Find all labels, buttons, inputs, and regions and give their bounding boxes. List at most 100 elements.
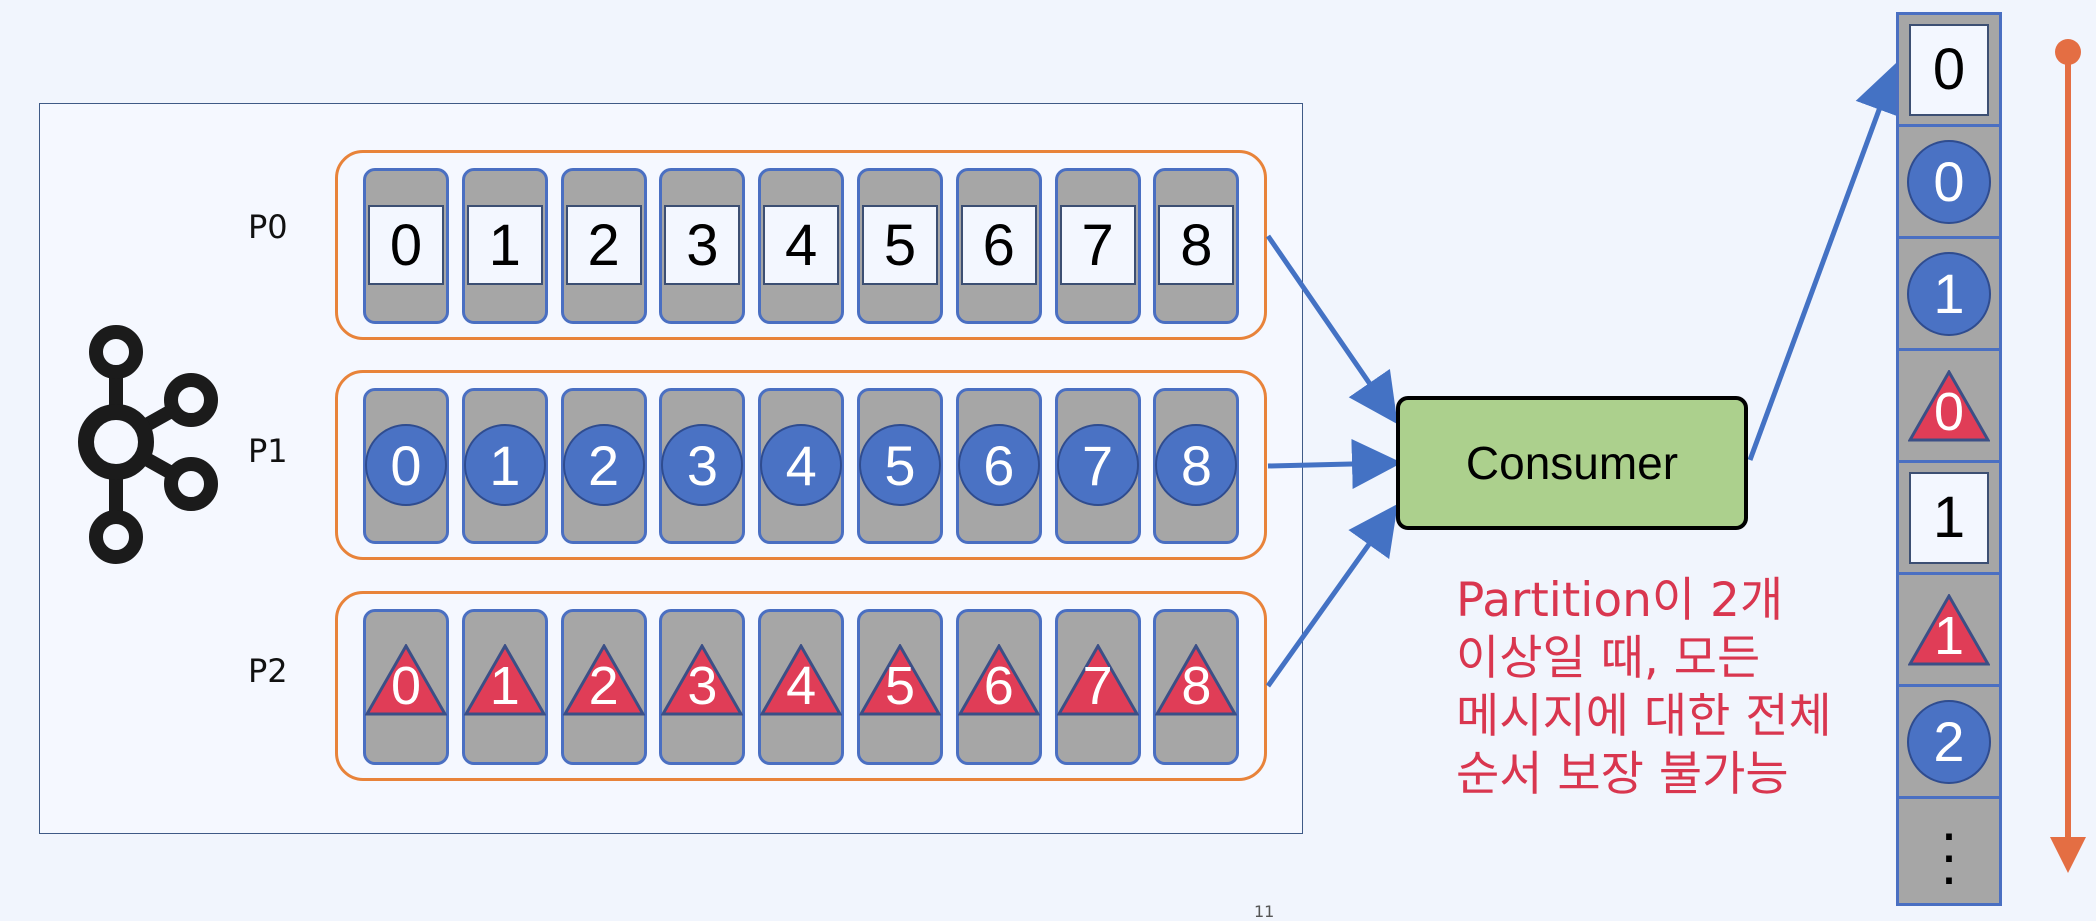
partition-p1-slot: 0 (363, 388, 449, 544)
circle-message: 1 (1907, 251, 1991, 336)
square-message: 5 (862, 205, 938, 285)
partition-p1-slot: 5 (857, 388, 943, 544)
circle-message: 1 (463, 424, 546, 506)
consumed-message-cell: ··· (1899, 799, 1999, 911)
message-offset: 6 (983, 656, 1014, 716)
partition-p2-slot: 2 (560, 609, 647, 765)
circle-message: 0 (365, 424, 447, 506)
message-offset: 0 (1933, 381, 1965, 442)
consumer-label: Consumer (1465, 437, 1679, 489)
partition-p2-slot: 5 (857, 609, 943, 765)
arrow-consumer-to-order (1747, 62, 1903, 461)
circle-message: 8 (1155, 424, 1238, 506)
partition-p0-slot: 4 (758, 168, 845, 324)
consumed-message-cell: 1 (1899, 575, 1999, 687)
message-offset: 3 (687, 656, 718, 716)
square-message: 6 (960, 205, 1037, 285)
partition-p2-slot: 3 (659, 609, 746, 765)
partition-p1-slot: 3 (659, 388, 746, 544)
partition-p0-slot: 6 (955, 168, 1042, 324)
square-message: 4 (763, 205, 840, 285)
triangle-shape (1155, 644, 1238, 716)
circle-message: 7 (1056, 424, 1139, 506)
partition-p1-slot: 7 (1054, 388, 1141, 544)
consumed-message-cell: 0 (1899, 15, 1999, 127)
arrow-p1-to-consumer (1267, 438, 1402, 489)
partition-label-p1: P1 (248, 432, 288, 470)
square-message: 7 (1059, 205, 1136, 285)
triangle-shape (463, 644, 546, 716)
consumed-message-cell: 0 (1899, 127, 1999, 239)
message-offset: 5 (884, 656, 916, 716)
circle-message: 2 (562, 424, 645, 506)
message-offset: 1 (489, 656, 520, 716)
triangle-message: 7 (1056, 644, 1139, 716)
square-message: 3 (664, 205, 741, 285)
note-line: 메시지에 대한 전체 (1456, 689, 1832, 744)
message-offset: 0 (390, 656, 422, 716)
partition-p0-slot: 5 (857, 168, 943, 324)
note-line: Partition이 2개 (1456, 573, 1784, 628)
partition-p2-slot: 7 (1054, 609, 1141, 765)
square-message: 1 (466, 205, 543, 285)
square-message: 8 (1158, 205, 1235, 285)
triangle-shape (859, 644, 941, 716)
partition-p2-slot: 6 (955, 609, 1042, 765)
partition-p2-slot: 4 (758, 609, 845, 765)
partition-p0-slot: 1 (461, 168, 548, 324)
square-message: 1 (1909, 471, 1989, 564)
message-offset: 1 (1933, 605, 1965, 666)
partition-p2-slot: 8 (1153, 609, 1240, 765)
partition-p0-slot: 3 (659, 168, 746, 324)
triangle-message: 6 (957, 644, 1040, 716)
circle-message: 0 (1907, 139, 1991, 224)
consumer-box: Consumer (1396, 396, 1748, 530)
message-offset: 8 (1181, 656, 1212, 716)
triangle-message: 1 (1908, 593, 1990, 666)
partition-p1-slot: 2 (560, 388, 647, 544)
triangle-message: 1 (463, 644, 546, 716)
triangle-shape (661, 644, 744, 716)
partition-p0-slot: 0 (363, 168, 449, 324)
ellipsis-icon: ··· (1939, 799, 1959, 910)
partition-p1-slot: 4 (758, 388, 845, 544)
partition-p2-slot: 1 (461, 609, 548, 765)
message-offset: 7 (1082, 656, 1113, 716)
square-message: 0 (368, 205, 444, 285)
partition-p1-slot: 8 (1153, 388, 1240, 544)
triangle-shape (1908, 369, 1990, 441)
note-line: 이상일 때, 모든 (1456, 631, 1761, 686)
message-offset: 2 (588, 656, 619, 716)
consumed-message-cell: 1 (1899, 463, 1999, 575)
partition-label-p2: P2 (248, 652, 288, 690)
partition-p0-slot: 7 (1054, 168, 1141, 324)
triangle-shape (957, 644, 1040, 716)
arrow-p0-to-consumer (1265, 234, 1398, 425)
kafka-logo-icon (78, 325, 218, 564)
consumed-message-cell: 0 (1899, 351, 1999, 463)
circle-message: 4 (760, 424, 843, 506)
message-offset: 4 (786, 656, 817, 716)
triangle-message: 5 (859, 644, 941, 716)
note-line: 순서 보장 불가능 (1456, 747, 1789, 802)
consumed-order-column: 0 0 1 0 1 1 2 ··· (1896, 12, 2002, 907)
square-message: 2 (565, 205, 642, 285)
triangle-shape (562, 644, 645, 716)
consumed-message-cell: 1 (1899, 239, 1999, 351)
triangle-message: 2 (562, 644, 645, 716)
partition-p0-slot: 8 (1153, 168, 1240, 324)
triangle-message: 4 (760, 644, 843, 716)
consumed-message-cell: 2 (1899, 687, 1999, 799)
circle-message: 6 (957, 424, 1040, 506)
square-message: 0 (1909, 23, 1989, 116)
triangle-shape (1908, 593, 1990, 665)
partition-p1-slot: 6 (955, 388, 1042, 544)
page-number: 11 (1254, 902, 1275, 921)
triangle-message: 0 (1908, 369, 1990, 442)
partition-label-p0: P0 (248, 208, 288, 246)
partition-p1-slot: 1 (461, 388, 548, 544)
circle-message: 2 (1907, 699, 1991, 784)
partition-p0-slot: 2 (560, 168, 647, 324)
triangle-shape (365, 644, 447, 716)
arrow-p2-to-consumer (1265, 503, 1398, 688)
